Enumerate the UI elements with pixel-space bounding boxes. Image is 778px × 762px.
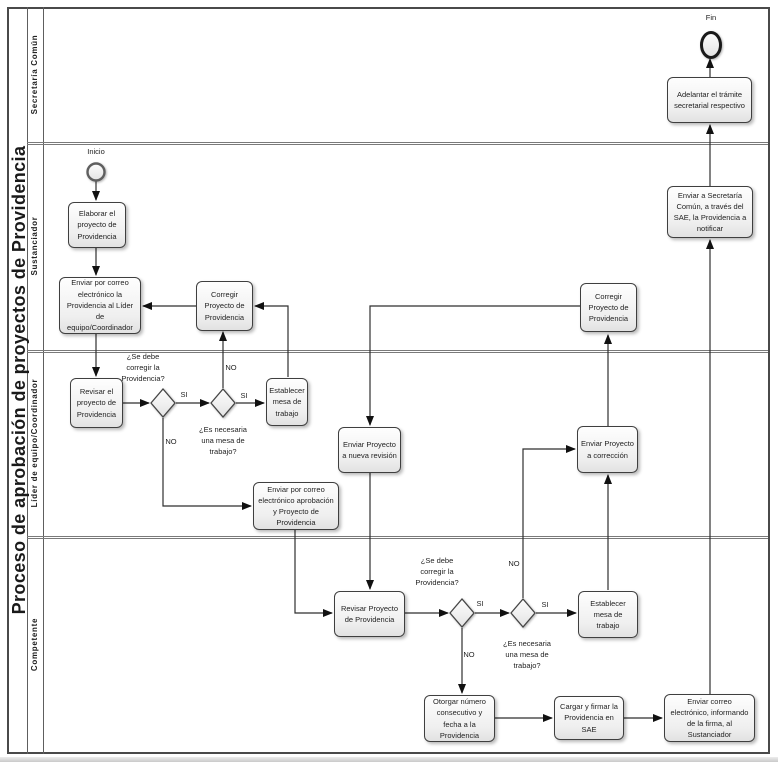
task-enviar-secretaria-comun: Enviar a Secretaría Común, a través del … [667,186,753,238]
task-enviar-correccion: Enviar Proyecto a corrección [577,426,638,473]
decision-corregir-lider-diamond [150,388,176,418]
task-establecer-mesa-competente: Establecer mesa de trabajo [578,591,638,638]
decision-corregir-competente-label: ¿Se debe corregir la Providencia? [415,556,459,587]
task-revisar-proyecto-competente: Revisar Proyecto de Providencia [334,591,405,637]
task-enviar-nueva-revision: Enviar Proyecto a nueva revisión [338,427,401,473]
flow-decision4-no-to-correccion [522,444,577,598]
edge-label-si: SI [541,600,549,609]
task-corregir-proyecto-1: Corregir Proyecto de Providencia [196,281,253,331]
end-event-circle [700,31,722,59]
edge-label-no: NO [508,559,520,568]
title-column-divider [27,7,28,754]
task-otorgar-numero: Otorgar número consecutivo y fecha a la … [424,695,495,742]
start-event-circle [86,162,106,182]
decision-mesa-lider-label: ¿Es necesaria una mesa de trabajo? [199,425,247,456]
flow-decision1-no-to-enviar-aprobacion [162,418,253,511]
start-event-label: Inicio [87,147,105,156]
decision-mesa-competente-label: ¿Es necesaria una mesa de trabajo? [503,639,551,670]
flow-mesa-to-corregir [253,301,289,377]
decision-corregir-lider-label: ¿Se debe corregir la Providencia? [121,352,165,383]
lane-divider-2 [27,350,768,353]
task-adelantar-tramite: Adelantar el trámite secretarial respect… [667,77,752,123]
lane-label-column-divider [43,7,44,754]
lane-divider-1 [27,142,768,145]
edge-label-si: SI [240,391,248,400]
task-enviar-correo-firma: Enviar correo electrónico, informando de… [664,694,755,742]
edge-label-no: NO [225,363,237,372]
task-enviar-aprobacion: Enviar por correo electrónico aprobación… [253,482,339,530]
task-revisar-proyecto-lider: Revisar el proyecto de Providencia [70,378,123,428]
decision-mesa-lider-diamond [210,388,236,418]
end-event-label: Fin [705,13,717,22]
decision-mesa-competente-diamond [510,598,536,628]
pool-frame [7,7,770,754]
lane-divider-3 [27,536,768,539]
edge-label-si: SI [476,599,484,608]
task-enviar-providencia-lider: Enviar por correo electrónico la Provide… [59,277,141,334]
flow-corregir2-to-nueva-revision [365,305,580,427]
task-elaborar-proyecto: Elaborar el proyecto de Providencia [68,202,126,248]
edge-label-no: NO [463,650,475,659]
edge-label-si: SI [180,390,188,399]
decision-corregir-competente-diamond [449,598,475,628]
task-cargar-firmar-sae: Cargar y firmar la Providencia en SAE [554,696,624,740]
flow-aprobacion-to-revisar-competente [294,530,334,618]
task-corregir-proyecto-2: Corregir Proyecto de Providencia [580,283,637,332]
scan-edge [0,757,778,762]
task-establecer-mesa-lider: Establecer mesa de trabajo [266,378,308,426]
edge-label-no: NO [165,437,177,446]
